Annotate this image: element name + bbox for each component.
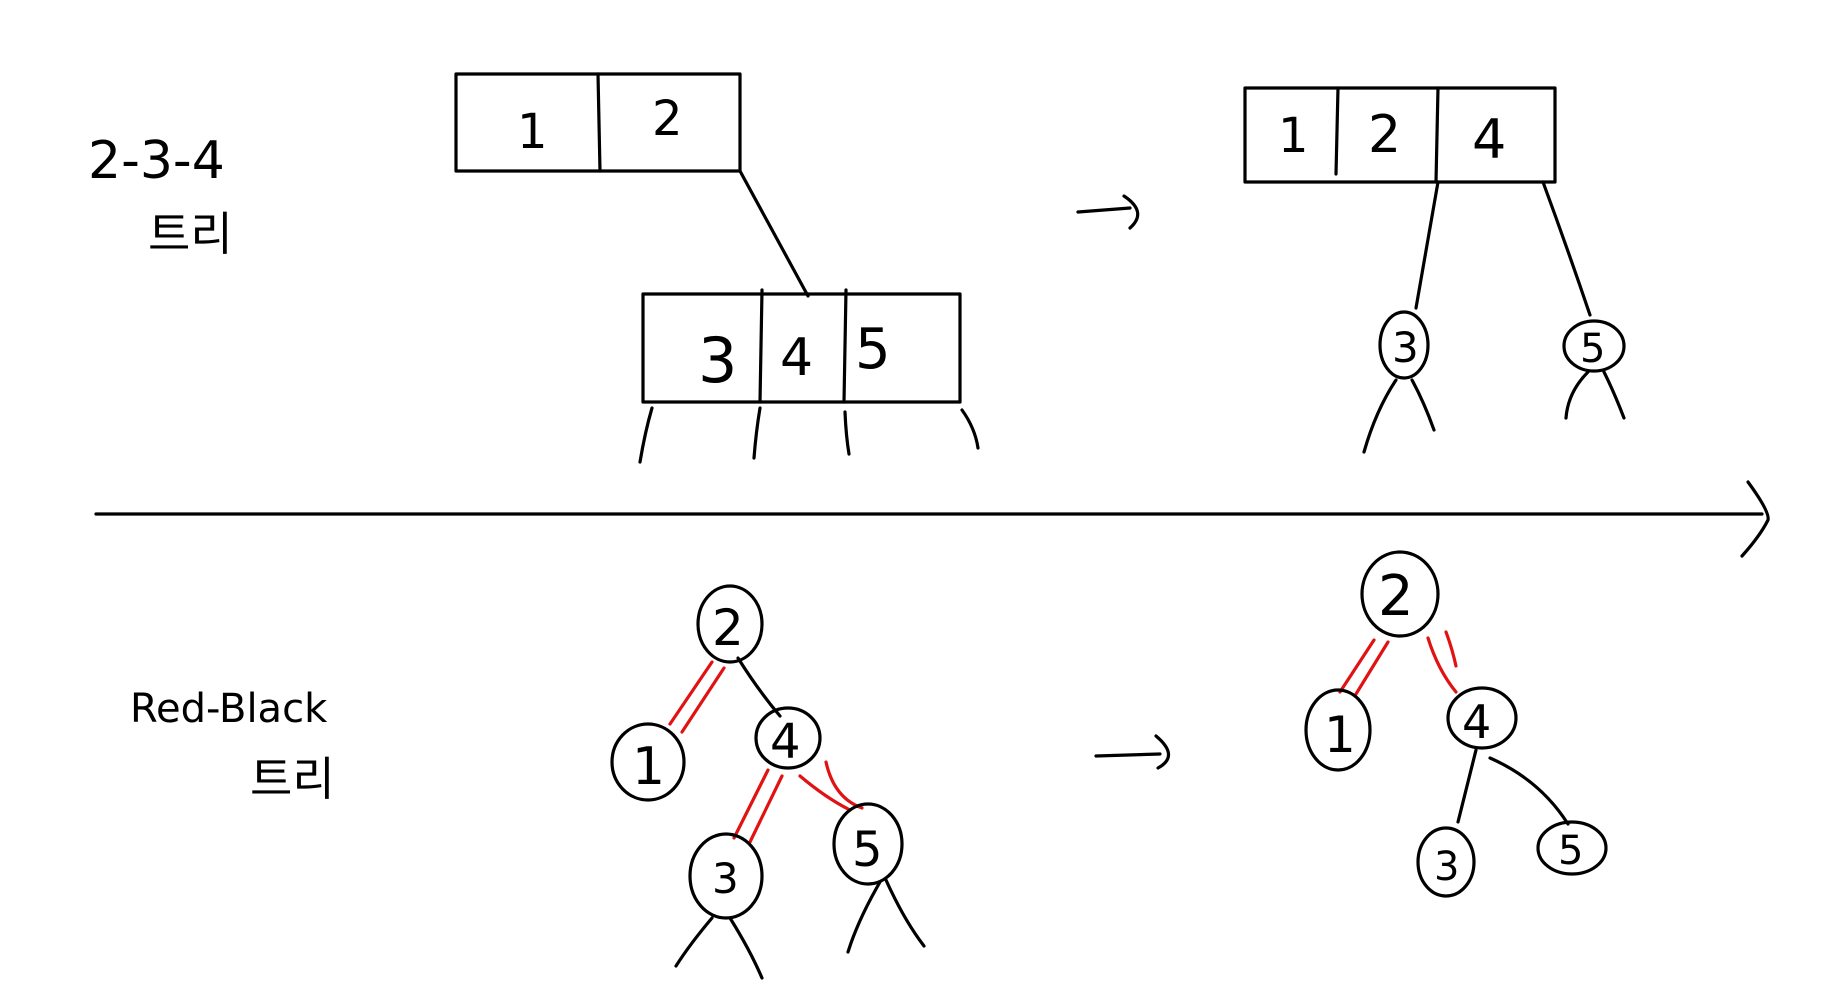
key-2: 2 (652, 91, 683, 147)
stub-3-left (1362, 378, 1398, 454)
rb-node-2 (1360, 550, 1440, 638)
node-root-divider-1 (1334, 86, 1340, 176)
stub-5-left (846, 880, 882, 954)
rb-node-2-label: 2 (1378, 564, 1414, 629)
rb-node-4 (754, 706, 822, 770)
node-5-label: 5 (1580, 326, 1605, 372)
key-2: 2 (1368, 105, 1401, 165)
red-link-2-1-b (1354, 640, 1390, 696)
node-5-circle (1562, 319, 1626, 373)
edge-4-3 (1456, 748, 1478, 824)
red-link-2-1-b (680, 666, 726, 734)
child-stub-1 (638, 406, 654, 464)
rb-node-4 (1446, 686, 1518, 750)
rb-node-5-label: 5 (1558, 828, 1583, 874)
label-2-3-4: 2-3-4 (88, 131, 225, 191)
red-link-2-4-a (1426, 636, 1458, 694)
rb-node-2 (696, 584, 764, 664)
node-parent-divider (596, 72, 602, 173)
edge-parent-child (738, 169, 810, 298)
arrow-bottom (1094, 734, 1171, 770)
key-1: 1 (1278, 108, 1309, 164)
edge-root-3 (1414, 180, 1440, 310)
rb-node-3-label: 3 (1434, 844, 1459, 890)
red-link-4-5-a (798, 774, 852, 812)
label-tree-bottom: 트리 (250, 752, 335, 806)
rb-node-1-label: 1 (632, 737, 665, 797)
red-link-2-1-a (668, 660, 714, 726)
top-right-234-tree: 1 2 4 3 5 (1243, 86, 1626, 454)
rb-node-3-label: 3 (712, 854, 739, 903)
rb-node-4-label: 4 (1462, 695, 1491, 749)
child-stub-3 (843, 410, 851, 456)
rb-node-3 (1416, 826, 1476, 898)
key-1: 1 (517, 104, 548, 160)
node-child-divider-1 (758, 288, 764, 404)
label-tree-top: 트리 (148, 207, 233, 261)
bottom-left-rb-tree: 2 1 4 3 5 (610, 584, 926, 980)
key-3: 3 (698, 324, 737, 397)
red-link-4-3-a (732, 768, 770, 840)
node-root-divider-2 (1434, 86, 1440, 184)
node-3-circle (1378, 310, 1430, 380)
rb-node-2-label: 2 (712, 599, 744, 657)
rb-node-5-label: 5 (852, 822, 883, 878)
edge-root-5 (1541, 180, 1592, 317)
divider-arrow (94, 480, 1770, 558)
rb-node-3 (688, 832, 764, 920)
red-link-2-1-a (1338, 638, 1376, 694)
red-link-2-4-b (1444, 630, 1458, 668)
stub-5-left (1564, 370, 1590, 420)
red-link-4-3-b (748, 774, 784, 844)
rb-node-5 (1536, 820, 1608, 876)
stub-5-right (1602, 370, 1626, 420)
node-3-label: 3 (1392, 323, 1419, 372)
rb-node-5 (832, 802, 904, 886)
key-4: 4 (1472, 108, 1506, 171)
rb-node-4-label: 4 (770, 714, 801, 770)
stub-3-left (674, 916, 714, 968)
edge-2-4 (736, 656, 782, 718)
node-root-box (1243, 86, 1557, 184)
rb-node-1 (1304, 688, 1372, 772)
node-child-divider-2 (842, 288, 848, 404)
top-left-234-tree: 1 2 3 4 5 (454, 72, 980, 464)
stub-3-right (1410, 378, 1436, 432)
stub-3-right (728, 916, 764, 980)
child-stub-2 (752, 406, 762, 460)
edge-4-5 (1488, 756, 1570, 826)
rb-node-1-label: 1 (1324, 706, 1356, 764)
child-stub-4 (960, 408, 980, 450)
arrow-top (1076, 194, 1140, 230)
label-red-black: Red-Black (130, 686, 328, 732)
rb-node-1 (610, 722, 686, 802)
key-5: 5 (855, 317, 891, 382)
key-4: 4 (780, 328, 813, 388)
stub-5-right (884, 878, 926, 948)
bottom-right-rb-tree: 2 1 4 3 5 (1304, 550, 1608, 898)
node-child-box (641, 292, 962, 404)
